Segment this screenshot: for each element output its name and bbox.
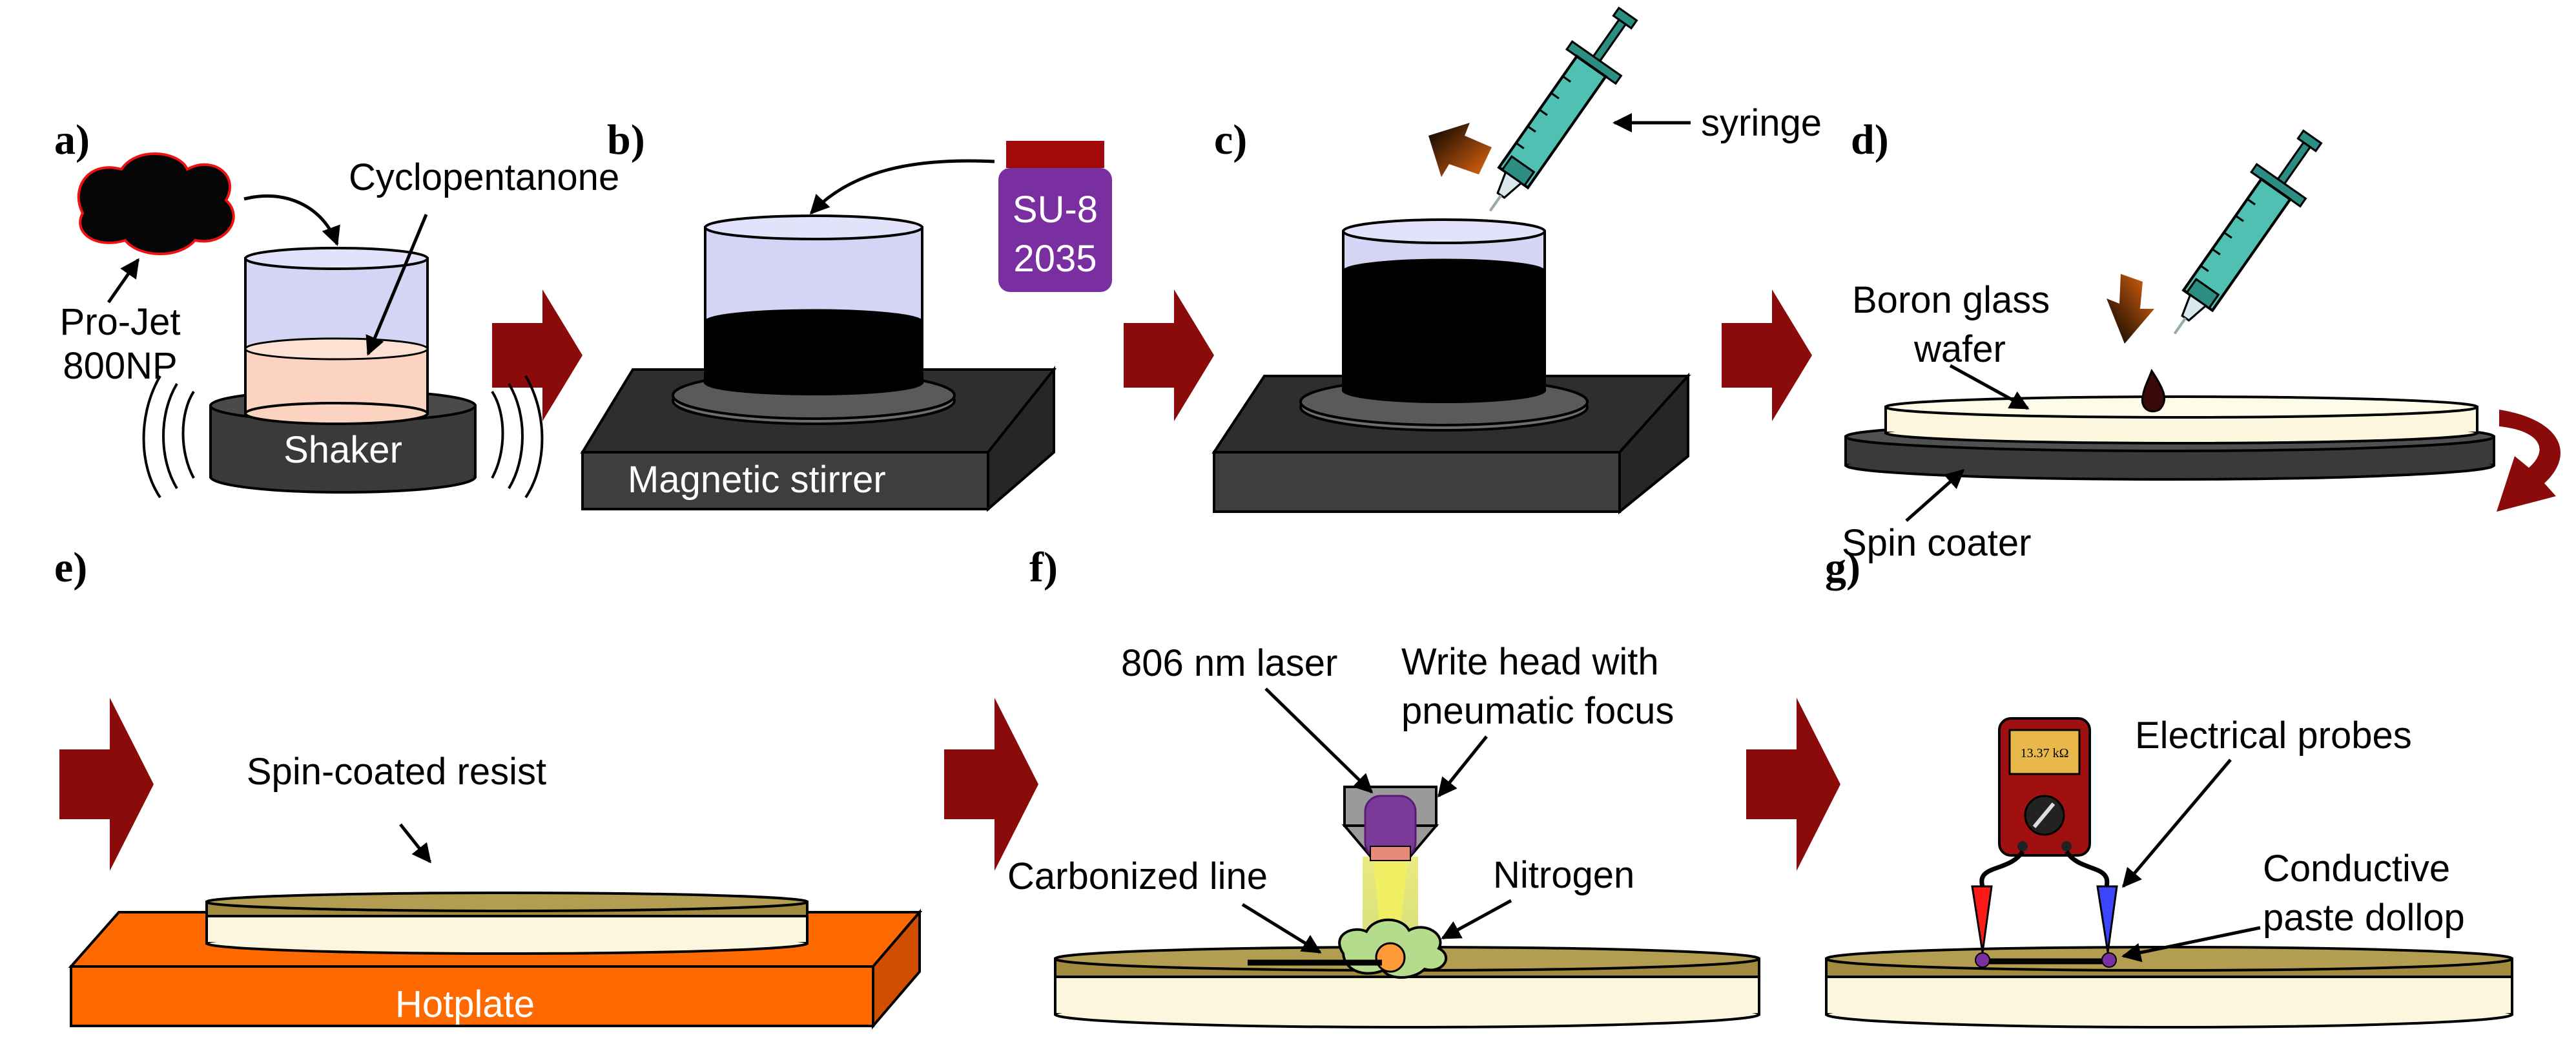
process-arrow-b-c <box>1124 289 1214 421</box>
laser-callout-arrow <box>1264 687 1374 794</box>
panel-f-laser-writing: 806 nm laser Write head with pneumatic f… <box>1007 641 1760 1029</box>
carbonized-line-callout-arrow <box>1241 903 1322 954</box>
conductive-paste-label-line1: Conductive <box>2263 848 2450 890</box>
su8-to-beaker-arrow <box>809 159 995 215</box>
su8-bottle-cap <box>1006 141 1104 168</box>
multimeter-reading: 13.37 kΩ <box>2021 746 2069 760</box>
process-arrow-a-b <box>492 289 582 421</box>
nitrogen-callout-arrow <box>1441 899 1512 940</box>
syringe-c <box>1466 0 1653 228</box>
laser-label: 806 nm laser <box>1121 642 1337 684</box>
process-arrow-e-f <box>944 698 1038 871</box>
cyclopentanone-label: Cyclopentanone <box>349 156 619 198</box>
particles-to-beaker-arrow <box>243 194 340 246</box>
magnetic-stirrer-label: Magnetic stirrer <box>628 459 886 501</box>
multimeter-display <box>2008 729 2081 775</box>
process-arrow-c-d <box>1722 289 1812 421</box>
panel-d-spin-coater: Boron glass wafer Spin coater <box>1842 120 2561 564</box>
paste-callout-arrow <box>2121 926 2261 963</box>
conductive-paste-label-line2: paste dollop <box>2263 897 2465 939</box>
cyclopentanone-callout-arrow <box>366 214 428 356</box>
shaker-label: Shaker <box>283 429 402 471</box>
nitrogen-label: Nitrogen <box>1493 854 1634 896</box>
resist-droplet <box>2141 368 2166 413</box>
pro-jet-particles-cloud <box>77 152 235 255</box>
spin-coater-label: Spin coater <box>1842 522 2031 564</box>
resist-callout-arrow <box>399 823 431 864</box>
syringe-label: syringe <box>1701 102 1822 144</box>
electrical-probes-label: Electrical probes <box>2135 715 2412 757</box>
laser-spot <box>1375 942 1406 973</box>
panel-label-e: e) <box>54 544 87 591</box>
write-head-callout-arrow <box>1437 735 1488 798</box>
paste-dollop-left <box>1975 952 1990 968</box>
red-probe <box>1971 885 1993 953</box>
panel-label-a: a) <box>54 116 90 163</box>
syringe-d <box>2150 120 2337 350</box>
carbonized-line-label: Carbonized line <box>1007 855 1268 897</box>
particles-callout-arrow <box>107 258 140 304</box>
panel-label-b: b) <box>607 116 645 163</box>
write-head-label-line2: pneumatic focus <box>1401 690 1674 732</box>
su8-bottle <box>998 168 1112 292</box>
pro-jet-label-line1: Pro-Jet <box>60 301 181 343</box>
paste-dollop-right <box>2101 952 2117 968</box>
panel-label-d: d) <box>1851 116 1889 163</box>
boron-glass-label-line2: wafer <box>1913 328 2006 370</box>
panel-a-shaker: Pro-Jet 800NP Shaker Cyclopentanone <box>60 152 619 499</box>
dispense-arrow <box>2107 274 2154 344</box>
panel-b-magnetic-stirrer: Magnetic stirrer SU-8 2035 <box>580 141 1112 512</box>
panel-c-syringe: syringe <box>1211 0 1822 515</box>
panel-label-c: c) <box>1214 116 1247 163</box>
spin-coater-callout-arrow <box>1905 469 1965 522</box>
panel-e-hotplate: Hotplate Spin-coated resist <box>68 751 923 1030</box>
probes-callout-arrow <box>2122 758 2232 888</box>
su8-label-line2: 2035 <box>1013 238 1097 280</box>
boron-glass-label-line1: Boron glass <box>1852 279 2050 321</box>
spin-coated-resist-label: Spin-coated resist <box>247 751 546 793</box>
su8-label-line1: SU-8 <box>1013 189 1098 231</box>
blue-probe <box>2096 885 2118 953</box>
write-head-label-line1: Write head with <box>1401 641 1659 683</box>
panel-label-g: g) <box>1825 544 1860 591</box>
rotation-arrow <box>2497 410 2561 512</box>
process-arrow-d-e <box>59 698 154 871</box>
hotplate-body <box>70 965 874 1027</box>
withdraw-arrow <box>1428 123 1492 177</box>
panel-label-f: f) <box>1029 544 1058 591</box>
hotplate-label: Hotplate <box>395 983 535 1025</box>
pro-jet-label-line2: 800NP <box>63 345 177 387</box>
process-arrow-f-g <box>1746 698 1840 871</box>
su8-mixture <box>704 309 923 335</box>
cyclopentanone-liquid <box>244 337 429 360</box>
wafer-callout-arrow <box>1949 364 2030 410</box>
panel-g-electrical-measurement: 13.37 kΩ Electrical probes Conductive pa… <box>1825 715 2513 1029</box>
